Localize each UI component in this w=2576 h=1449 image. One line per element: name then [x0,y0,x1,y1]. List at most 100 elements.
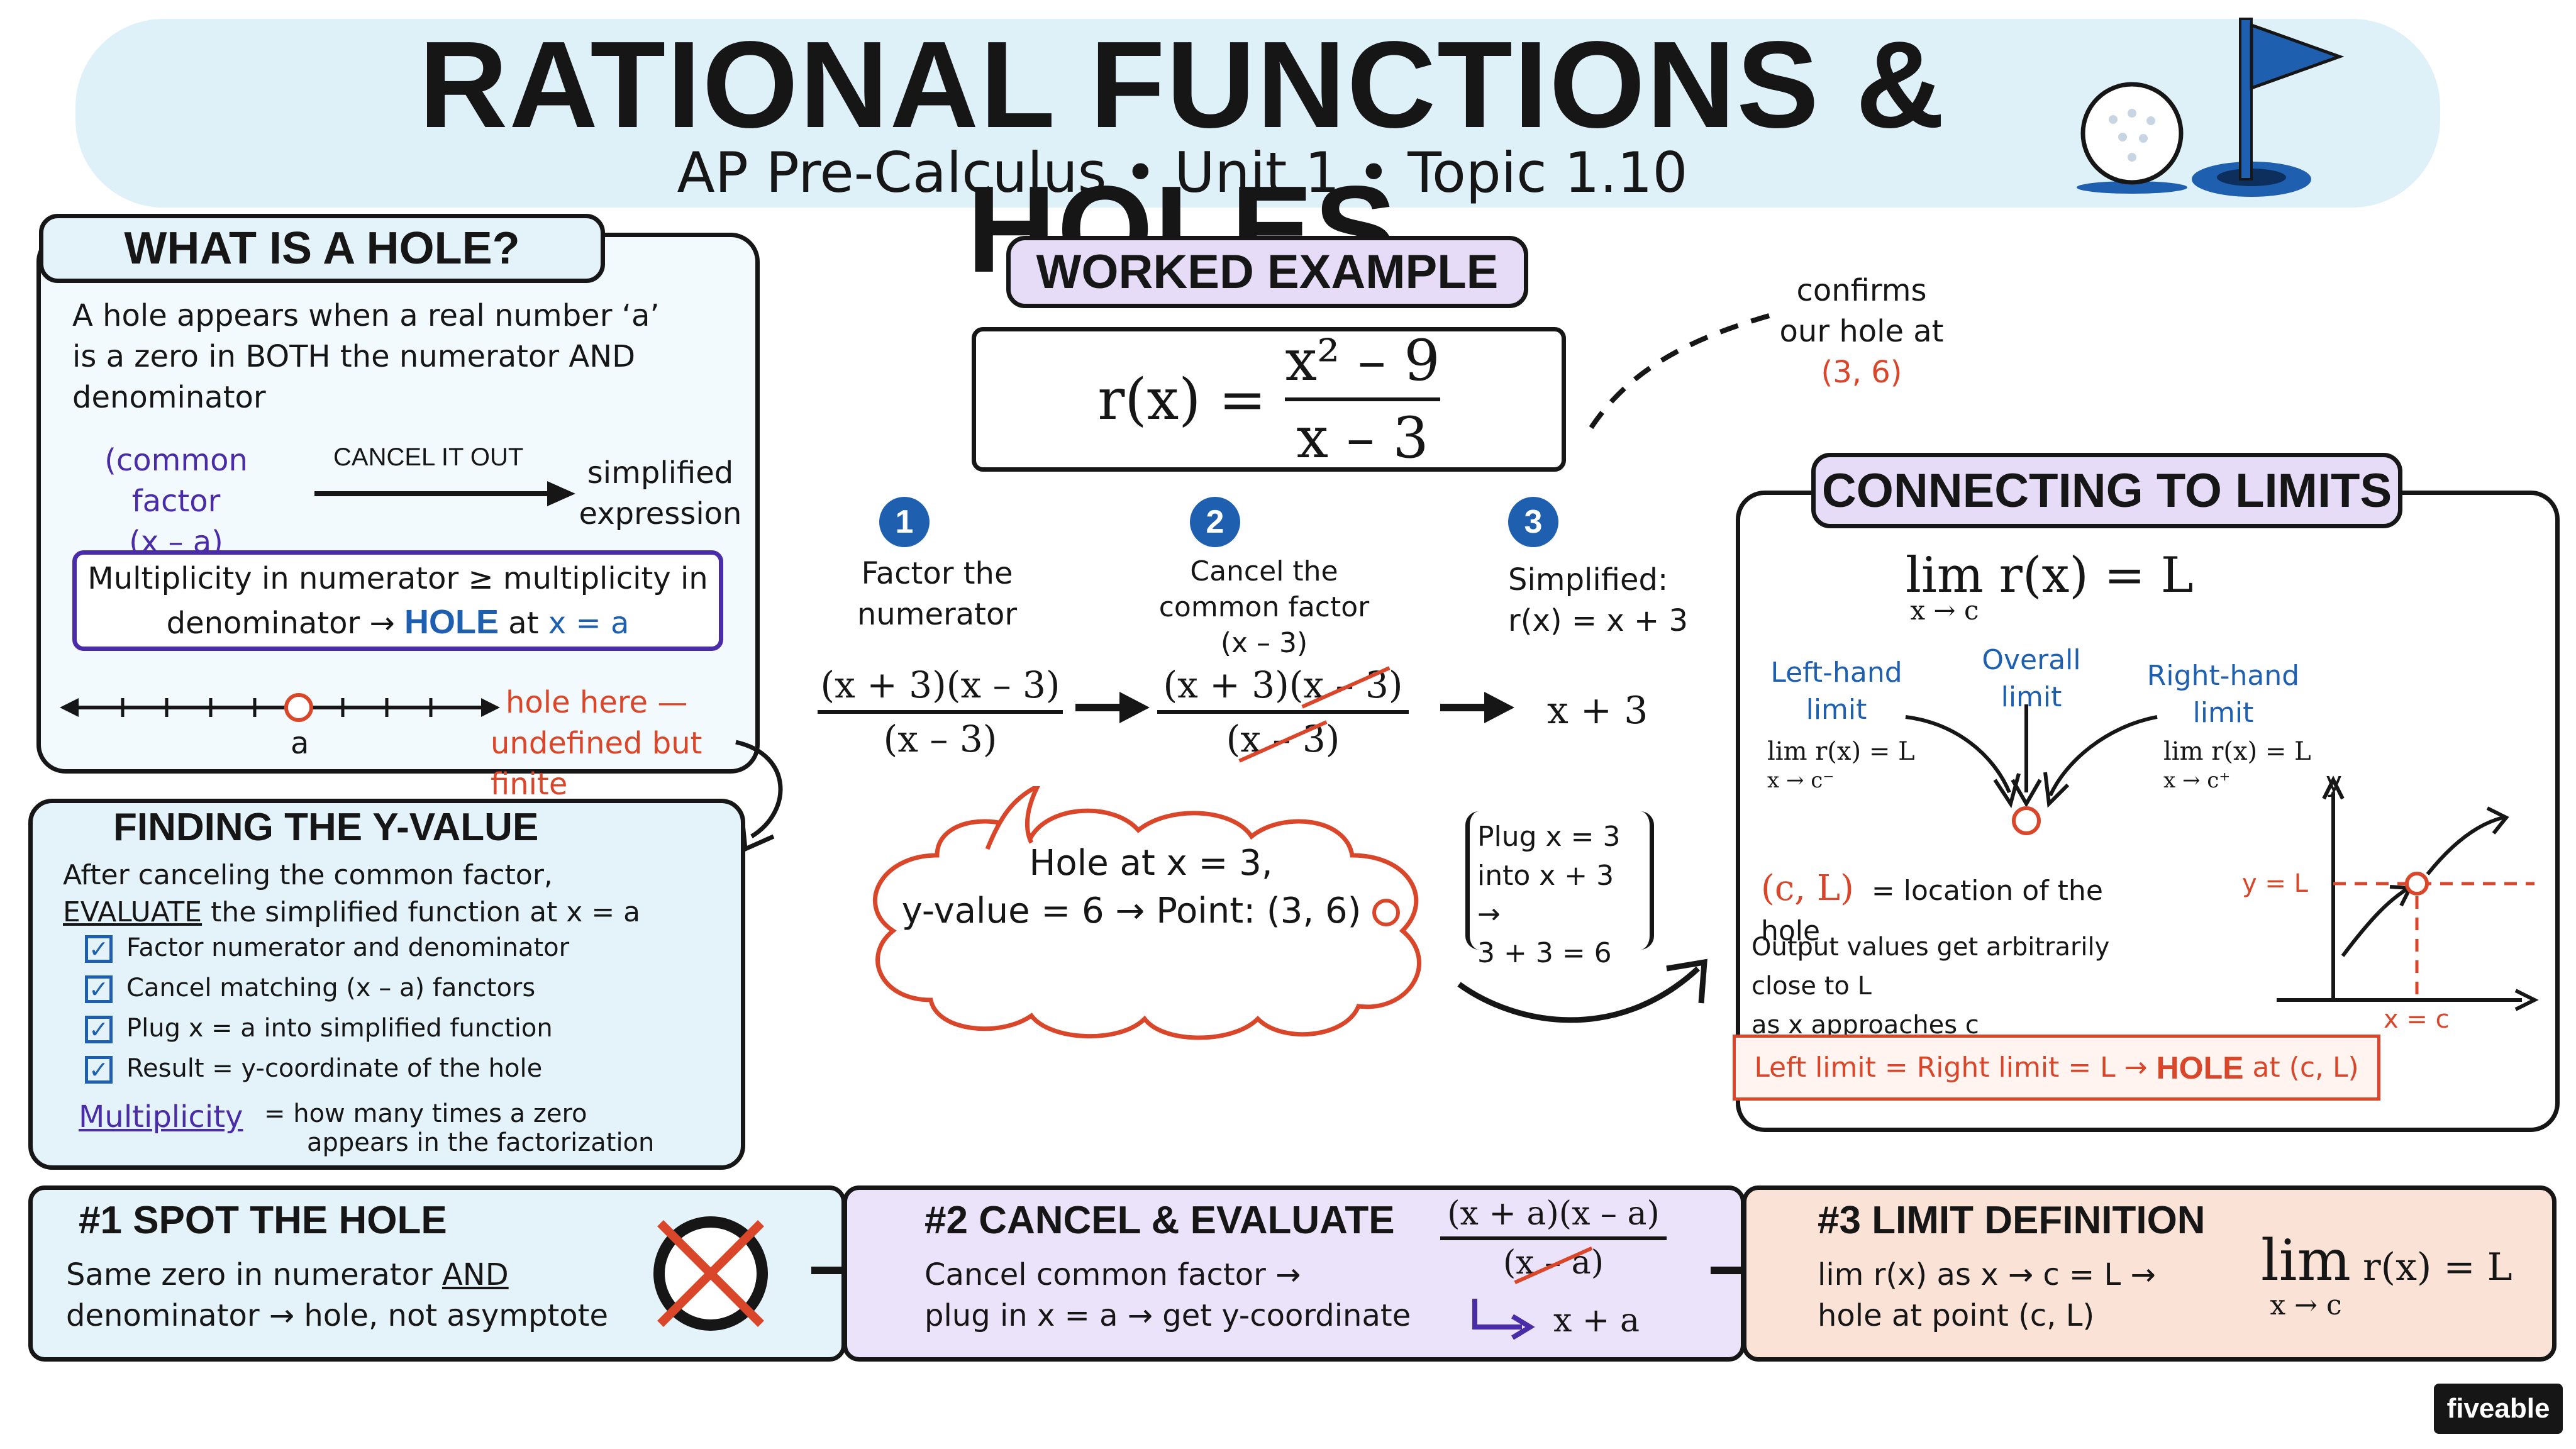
graph-x-equals-c: x = c [2384,1005,2450,1034]
checkbox-checked-icon: ✓ [85,975,113,1003]
step-3-result: x + 3 [1547,689,1648,733]
checkbox-checked-icon: ✓ [85,935,113,963]
checklist-item: ✓Cancel matching (x – a) fanctors [85,971,739,1005]
right-limit-sub: x → c⁺ [2163,768,2231,793]
left-hand-title: Left-hand limit [1748,654,1924,729]
golf-ball-icon [2077,82,2187,194]
rule-line: Multiplicity in numerator ≥ multiplicity… [87,561,708,596]
step-2-numerator: (x + 3)(x – 3) [1163,663,1402,706]
checklist-text: Plug x = a into simplified function [126,1014,553,1043]
cancel-evaluate-line: plug in x = a → get y-coordinate [924,1297,1411,1333]
spot-hole-text-part: Same zero in numerator [66,1257,433,1292]
page-title: RATIONAL FUNCTIONS & HOLES [418,16,1946,298]
step-number-1: 1 [879,497,930,547]
hole-intro-line: is a zero in BOTH the numerator AND [72,338,636,374]
hole-point-cl: (c, L) [1761,868,1854,909]
general-cancel-expression: (x + a)(x – a) (x – a) [1440,1195,1667,1282]
cloud-line: Hole at x = 3, [1029,843,1273,884]
step-1-numerator: (x + 3)(x – 3) [820,663,1060,706]
summary-text: Left limit = Right limit = L → [1754,1052,2148,1084]
step-1-denominator: (x – 3) [883,718,997,760]
limits-panel [1736,491,2560,1132]
plug-line: Plug x = 3 [1477,821,1621,853]
confirms-line: confirms [1796,273,1927,308]
multiplicity-rule: Multiplicity in numerator ≥ multiplicity… [79,558,717,645]
cancelled-factor: x – a [1516,1244,1591,1282]
step-1-title: Factor the numerator [811,553,1063,635]
limit-main: lim x → c r(x) = L [1906,547,2194,626]
hole-location: (c, L) = location of the hole [1761,865,2163,950]
crossed-circle-icon [653,1216,768,1331]
lim-word: lim [2261,1228,2351,1294]
left-limit-sub: x → c⁻ [1767,768,1835,793]
limit-definition-line: hole at point (c, L) [1818,1297,2095,1333]
brand-logo: fiveable [2434,1384,2563,1434]
limit-definition-formula: lim x → c r(x) = L [2261,1228,2512,1322]
simplified-line: simplified [587,455,734,491]
common-factor: (common factor (x – a) [63,440,289,562]
step-2-den-part: ( [1226,718,1241,760]
confirms-line: our hole at [1779,313,1944,349]
example-function: r(x) = x² – 9 x – 3 [972,327,1566,472]
general-denominator: (x – a) [1503,1244,1604,1282]
right-title-line: Right-hand [2146,660,2300,692]
hole-note: hole here — undefined but finite [491,682,755,804]
limit-graph [2277,775,2539,1011]
output-line: Output values get arbitrarily close to L [1752,933,2110,1001]
hole-note-line: hole here — [506,685,688,720]
hole-location-desc: = location of the hole [1761,875,2103,947]
step-title-line: r(x) = x + 3 [1508,602,1689,638]
spot-hole-text: Same zero in numerator AND denominator →… [66,1255,632,1336]
rule-text: denominator → [166,605,395,641]
fraction-bar [1285,397,1440,401]
cancelled-factor: x – 3 [1240,718,1326,760]
step-title-line: Cancel the [1190,555,1338,587]
step-2-denominator: (x – 3) [1226,718,1340,760]
graph-y-axis-label: y [2326,766,2343,798]
finding-y-label: FINDING THE Y-VALUE [113,806,539,849]
number-line [60,693,500,722]
brand-text: fiveable [2446,1393,2550,1424]
fraction-bar [1440,1236,1667,1240]
function-fraction: x² – 9 x – 3 [1285,328,1440,471]
step-title-line: Factor the [861,556,1013,591]
limit-definition-line: lim r(x) as x → c = L → [1818,1257,2156,1292]
header-banner [75,19,2440,208]
general-numerator: (x + a)(x – a) [1447,1195,1660,1233]
confirms-point: (3, 6) [1821,354,1902,390]
lim-sub: x → c [1910,595,1979,626]
summary-text: at (c, L) [2252,1052,2359,1084]
lim-sub: x → c [2270,1289,2342,1321]
rule-text: at [508,605,539,641]
fraction-bar [1157,710,1409,714]
multiplicity-definition: = how many times a zero appears in the f… [264,1099,730,1157]
plug-line: 3 + 3 = 6 [1477,936,1612,969]
limit-rest: r(x) = L [2363,1245,2512,1289]
simplified-expression: simplified expression [579,453,742,535]
cancelled-factor: x – 3 [1303,663,1389,706]
function-lhs: r(x) = [1097,366,1267,433]
finding-y-text: the simplified function at x = a [211,896,641,929]
cancel-evaluate-line: Cancel common factor → [924,1257,1301,1292]
finding-y-line: After canceling the common factor, [63,859,553,891]
rule-line: denominator → HOLE at x = a [79,599,717,645]
step-2-den-part: ) [1325,718,1340,760]
hole-intro-line: A hole appears when a real number ‘a’ [72,298,660,333]
what-is-hole-panel [36,233,760,774]
general-result: x + a [1553,1302,1640,1340]
limit-definition-text: lim r(x) as x → c = L → hole at point (c… [1818,1255,2258,1336]
dashed-arrow-icon [1589,312,1775,430]
step-2-num-part: (x + 3)( [1163,663,1304,706]
step-2-num-part: ) [1388,663,1403,706]
rule-x-equals-a: x = a [548,605,630,641]
right-limit-expr: lim r(x) = L x → c⁺ [2163,736,2311,794]
right-hand-title: Right-hand limit [2132,657,2314,732]
step-3-title: Simplified: r(x) = x + 3 [1508,560,1735,641]
confirms-note: confirms our hole at (3, 6) [1761,270,1962,392]
checkbox-checked-icon: ✓ [85,1016,113,1043]
finding-y-line: EVALUATE the simplified function at x = … [63,894,742,931]
step-2-title: Cancel the common factor (x – 3) [1119,553,1409,662]
hole-intro-line: denominator [72,379,266,415]
cancel-label: CANCEL IT OUT [333,443,524,471]
left-limit-line: lim r(x) = L [1767,737,1915,766]
